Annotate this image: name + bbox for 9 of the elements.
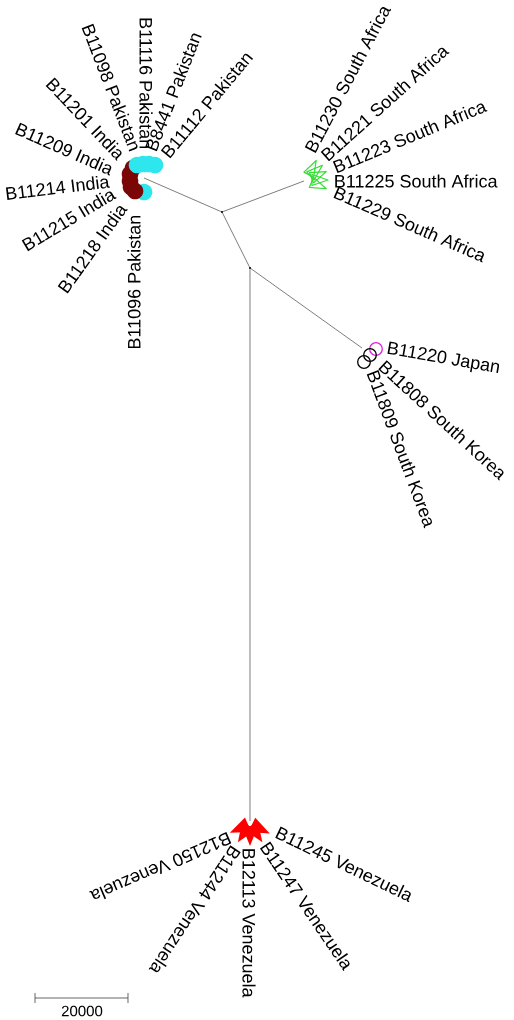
- taxon-label: B11096 Pakistan: [127, 216, 141, 349]
- tree-branch: [143, 177, 222, 212]
- tree-branch: [249, 268, 251, 822]
- taxon-label: B12113 Venezuela: [242, 849, 256, 998]
- tree-branch: [222, 212, 250, 268]
- taxon-label: B11225 South Africa: [335, 174, 498, 188]
- tree-branch: [222, 180, 305, 212]
- scale-label: 20000: [61, 1005, 103, 1017]
- tree-branch: [250, 268, 363, 349]
